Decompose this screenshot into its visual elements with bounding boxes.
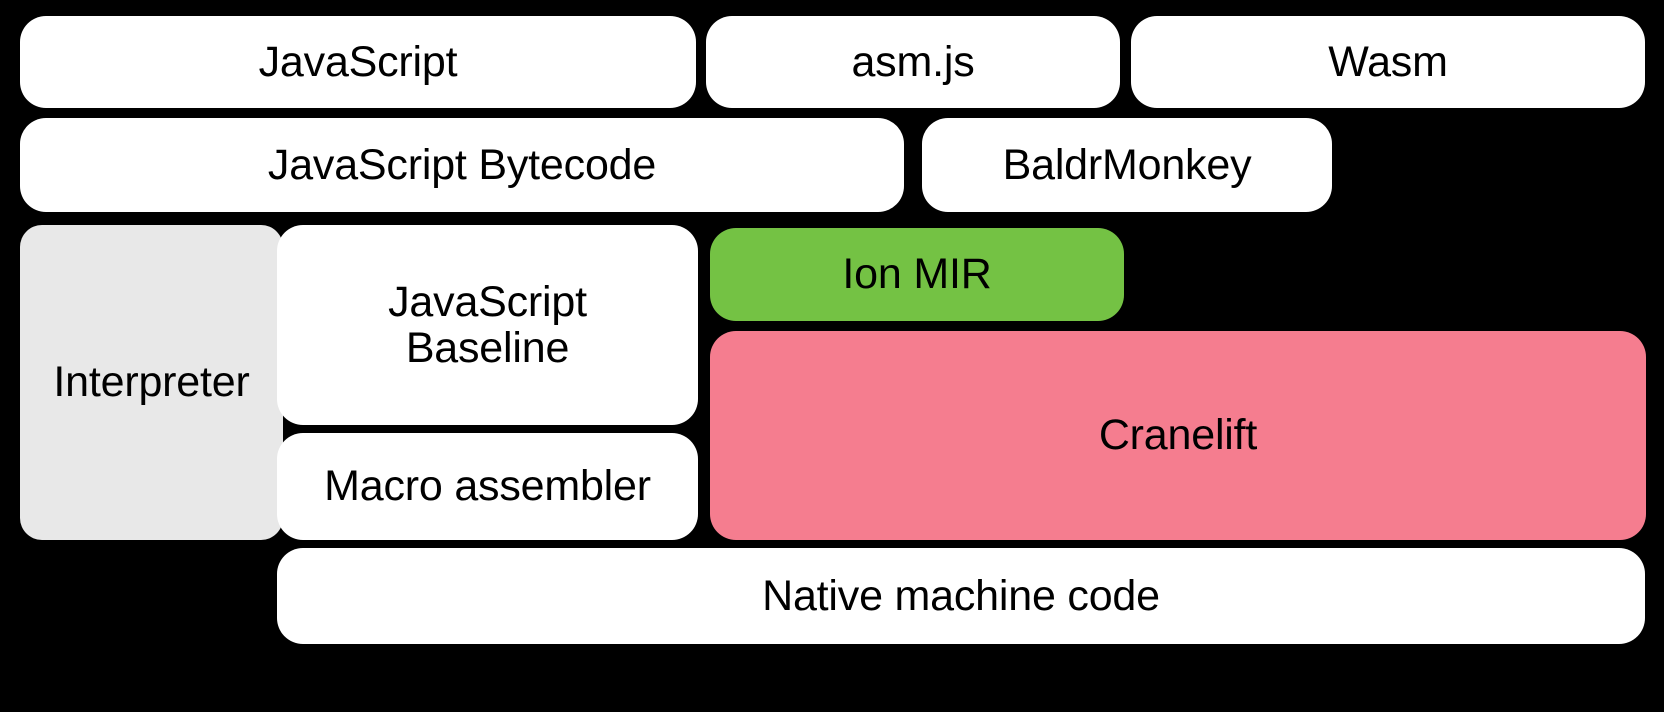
- node-ion-mir[interactable]: Ion MIR: [710, 228, 1124, 321]
- node-javascript-bytecode-label: JavaScript Bytecode: [267, 140, 657, 189]
- node-wasm-label: Wasm: [1328, 37, 1448, 86]
- node-cranelift-label: Cranelift: [1098, 411, 1258, 460]
- node-javascript-baseline[interactable]: JavaScript Baseline: [277, 225, 698, 425]
- node-asm-js-label: asm.js: [851, 37, 975, 86]
- node-baldrmonkey-label: BaldrMonkey: [1002, 140, 1252, 189]
- node-javascript-label: JavaScript: [258, 37, 458, 86]
- node-macro-assembler[interactable]: Macro assembler: [277, 433, 698, 540]
- node-asm-js[interactable]: asm.js: [706, 16, 1120, 108]
- node-javascript-baseline-label: JavaScript Baseline: [388, 277, 587, 372]
- node-wasm[interactable]: Wasm: [1131, 16, 1645, 108]
- node-baldrmonkey[interactable]: BaldrMonkey: [922, 118, 1332, 212]
- node-javascript[interactable]: JavaScript: [20, 16, 696, 108]
- node-native-machine-code-label: Native machine code: [762, 571, 1160, 620]
- node-interpreter[interactable]: Interpreter: [20, 225, 283, 540]
- node-macro-assembler-label: Macro assembler: [324, 462, 651, 511]
- node-ion-mir-label: Ion MIR: [842, 250, 992, 299]
- node-cranelift[interactable]: Cranelift: [710, 331, 1646, 540]
- node-interpreter-label: Interpreter: [53, 358, 250, 407]
- node-javascript-bytecode[interactable]: JavaScript Bytecode: [20, 118, 904, 212]
- node-native-machine-code[interactable]: Native machine code: [277, 548, 1645, 644]
